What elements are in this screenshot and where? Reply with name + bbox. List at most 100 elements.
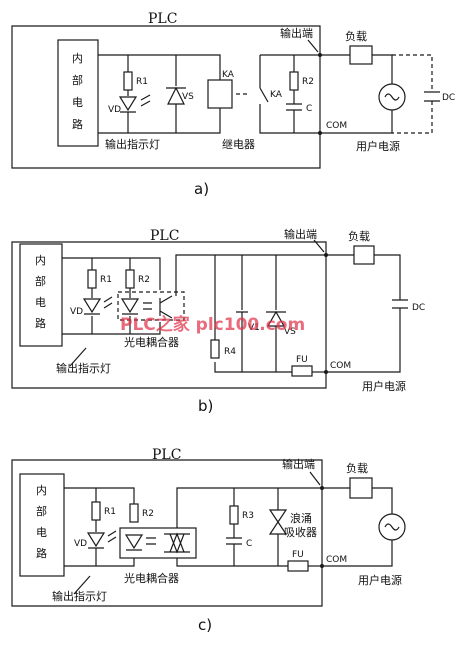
- vs-zener-a: [166, 86, 186, 105]
- plc-label-a: PLC: [148, 11, 177, 27]
- r2-resistor-a: [289, 71, 299, 91]
- c-capacitor-c: [226, 537, 242, 545]
- external-circuit-b: [326, 254, 401, 373]
- load-label-c: 负载: [346, 461, 368, 475]
- relay-coil-a: [207, 79, 233, 109]
- external-circuit-c: [322, 487, 393, 567]
- led-rays-b: [103, 296, 113, 309]
- opto-led-c: [124, 534, 144, 551]
- fuse-c: [287, 560, 309, 572]
- r1-label-b: R1: [100, 275, 112, 285]
- diagram-c: PLC 内 部 电 路 R1 VD R2 光电耦合器 输出指示灯 R3 C 浪涌: [11, 447, 406, 634]
- fu-label-c: FU: [292, 550, 304, 560]
- r4-resistor-b: [210, 339, 220, 359]
- r2-resistor-c: [129, 503, 139, 523]
- internal-circuit-box-c: [19, 473, 65, 577]
- bus-a: [98, 54, 221, 134]
- r2-resistor-b: [125, 269, 135, 289]
- opto-rays-c: [146, 537, 156, 545]
- v1-transistor-b: [236, 255, 248, 372]
- output-terminal-label-b: 输出端: [284, 227, 317, 241]
- vd-label-b: VD: [70, 307, 83, 317]
- c-capacitor-a: [286, 103, 302, 111]
- surge-absorber-c: [268, 488, 288, 566]
- c-label-a: C: [306, 104, 312, 114]
- v1-label-b: V1: [248, 323, 260, 333]
- indicator-label-c: 输出指示灯: [52, 589, 107, 603]
- com-label-a: COM: [326, 121, 347, 131]
- internal-char-1: 内: [72, 51, 83, 65]
- plc-boundary-a: [11, 25, 321, 169]
- bus-c: [64, 487, 135, 567]
- r2-label-c: R2: [142, 509, 154, 519]
- plc-boundary-b: [11, 241, 327, 389]
- surge-label-1: 浪涌: [290, 511, 312, 525]
- caption-b: b): [198, 397, 213, 415]
- com-label-b: COM: [330, 361, 351, 371]
- load-label-b: 负载: [348, 229, 370, 243]
- optocoupler-label-c: 光电耦合器: [124, 571, 179, 585]
- r1-resistor-c: [91, 501, 101, 521]
- output-terminal-arrow-a: [307, 39, 319, 53]
- internal-c-1: 内: [36, 483, 47, 497]
- internal-circuit-box-a: [57, 39, 99, 147]
- plc-label-c: PLC: [152, 447, 181, 463]
- vs-label-a: VS: [182, 92, 194, 102]
- r1-resistor-b: [87, 269, 97, 289]
- load-label-a: 负载: [345, 29, 367, 43]
- vd-led-b: [82, 298, 102, 315]
- dc-label-a: DC: [442, 93, 455, 103]
- vs-zener-b: [266, 255, 286, 372]
- internal-b-3: 电: [35, 296, 46, 309]
- opto-triac-c: [164, 532, 190, 554]
- dc-cap-b: [392, 299, 408, 309]
- vd-led-a: [118, 96, 138, 113]
- r2-label-a: R2: [302, 77, 314, 87]
- output-terminal-label-a: 输出端: [280, 26, 313, 40]
- internal-char-4: 路: [72, 118, 83, 131]
- internal-b-2: 部: [35, 274, 46, 288]
- output-terminal-arrow-b: [313, 239, 325, 253]
- r1-label-c: R1: [104, 507, 116, 517]
- vd-label-a: VD: [108, 105, 121, 115]
- caption-a: a): [194, 180, 209, 198]
- indicator-label-b: 输出指示灯: [56, 361, 111, 375]
- r3-label-c: R3: [242, 511, 254, 521]
- plc-label-b: PLC: [150, 228, 179, 244]
- optocoupler-box-b: [117, 291, 185, 321]
- ka-coil-label-a: KA: [222, 70, 235, 80]
- load-box-b: [353, 245, 375, 265]
- bus-b: [62, 257, 161, 335]
- ka-contact-label-a: KA: [270, 90, 283, 100]
- user-power-label-c: 用户电源: [358, 573, 402, 587]
- indicator-label-a: 输出指示灯: [105, 137, 160, 151]
- fu-label-b: FU: [296, 355, 308, 365]
- internal-circuit-box-b: [19, 243, 63, 347]
- diagram-a: PLC 内 部 电 路 R1 VD VS KA 输出指示灯 继电器 KA R2: [11, 11, 455, 198]
- vs-label-b: VS: [284, 327, 296, 337]
- watermark-logo: PLC之家 plc100.com: [120, 314, 305, 335]
- dc-label-b: DC: [412, 303, 425, 313]
- internal-char-2: 部: [72, 73, 83, 87]
- internal-char-3: 电: [72, 96, 83, 109]
- opto-rays-b: [143, 302, 152, 310]
- vd-led-c: [86, 532, 106, 549]
- indicator-arrow-b: [69, 347, 87, 367]
- optocoupler-box-c: [119, 527, 197, 559]
- optocoupler-label-b: 光电耦合器: [124, 335, 179, 349]
- internal-b-4: 路: [35, 317, 46, 330]
- plc-boundary-c: [11, 459, 323, 607]
- user-power-label-a: 用户电源: [356, 139, 400, 153]
- fuse-b: [291, 365, 313, 377]
- internal-c-4: 路: [36, 547, 47, 560]
- load-box-a: [349, 45, 373, 65]
- r2-label-b: R2: [138, 275, 150, 285]
- com-label-c: COM: [326, 555, 347, 565]
- led-rays-a: [140, 94, 151, 107]
- ac-wave-a: [384, 93, 400, 101]
- dc-dashed-a: [392, 54, 433, 134]
- output-terminal-arrow-c: [309, 471, 321, 486]
- user-power-label-b: 用户电源: [362, 379, 406, 393]
